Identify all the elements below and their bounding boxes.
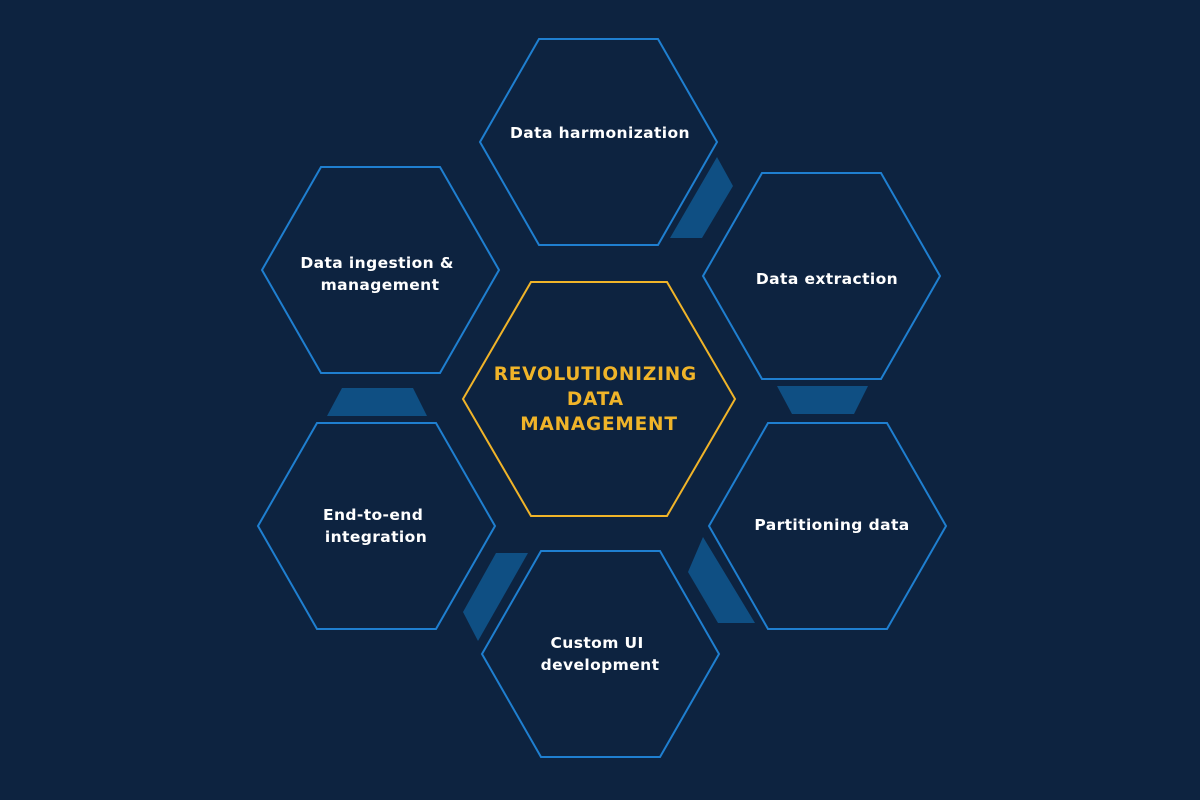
- hex-data-ingestion-management: Data ingestion & management: [260, 166, 501, 374]
- hex-data-extraction: Data extraction: [701, 172, 942, 380]
- hex-partitioning-data: Partitioning data: [707, 422, 948, 630]
- hex-end-to-end-integration: End-to-end integration: [256, 422, 497, 630]
- center-title: REVOLUTIONIZING DATA MANAGEMENT: [494, 364, 705, 435]
- hex-custom-ui-development: Custom UI development: [480, 550, 721, 758]
- hex-label: Data ingestion & management: [300, 254, 459, 294]
- hexagon-outline: [478, 38, 719, 246]
- connector-partitioning-customui: [688, 537, 755, 623]
- hex-label: Data harmonization: [510, 124, 690, 142]
- hexagon-outline: [256, 422, 497, 630]
- connector-customui-endtoend: [463, 553, 528, 641]
- connectors: [327, 157, 868, 641]
- connector-extraction-partitioning: [777, 386, 868, 414]
- hexagon-outline: [707, 422, 948, 630]
- hex-center: REVOLUTIONIZING DATA MANAGEMENT: [461, 281, 737, 517]
- hex-label: Data extraction: [756, 270, 898, 288]
- connector-harmonization-extraction: [670, 157, 733, 238]
- hexagon-outline: [701, 172, 942, 380]
- connector-endtoend-ingestion: [327, 388, 427, 416]
- hex-label: Partitioning data: [754, 516, 909, 534]
- center-hexagon-outline: [461, 281, 737, 517]
- hexagon-outline: [260, 166, 501, 374]
- hex-label: Custom UI development: [541, 634, 660, 674]
- hex-data-harmonization: Data harmonization: [478, 38, 719, 246]
- hexagon-outline: [480, 550, 721, 758]
- hex-label: End-to-end integration: [323, 506, 429, 546]
